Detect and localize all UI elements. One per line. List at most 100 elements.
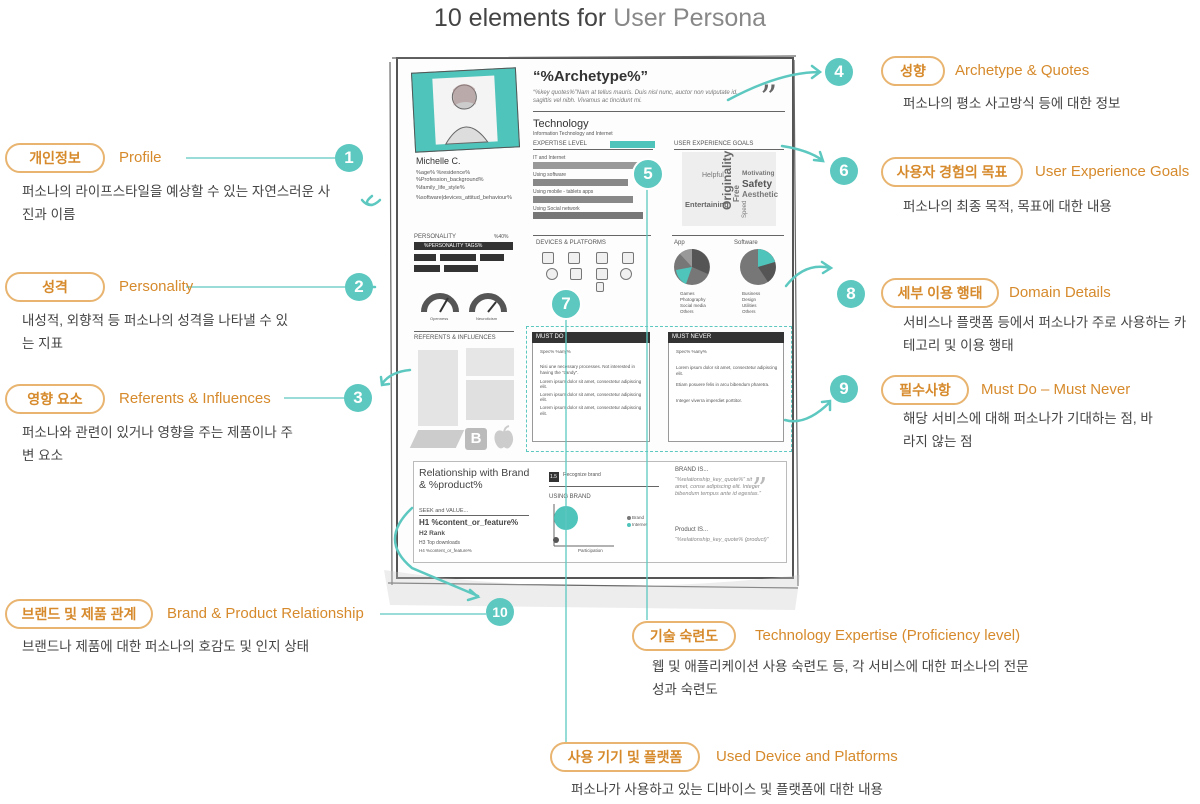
expertise-bar [533,196,633,203]
title-rest: User Persona [613,4,767,32]
domain-pie-charts [674,249,776,285]
app-legend-item: Games [680,291,695,296]
app-legend-item: Social media [680,303,706,308]
brand-is-heading: BRAND IS... [675,467,709,473]
devices-heading: DEVICES & PLATFORMS [536,240,606,246]
expertise-bar [533,212,643,219]
personality-tags: %PERSONALITY TAGS% [424,243,483,249]
key-quotes: “%key quotes%”Nam at tellus mauris. Duis… [533,90,738,104]
badge-3: 3 [344,384,372,412]
desc-profile: 퍼소나의 라이프스타일을 예상할 수 있는 자연스러운 사진과 이름 [22,184,331,222]
desc-archetype: 퍼소나의 평소 사고방식 등에 대한 정보 [903,96,1121,111]
desc-personality: 내성적, 외향적 등 퍼소나의 성격을 나타낼 수 있는 지표 [22,313,288,351]
device-icon [570,268,582,280]
word-cloud-word: Safety [742,179,773,190]
word-cloud-word: Entertaining [685,200,729,209]
label-domain-en: Domain Details [1009,284,1111,301]
desc-ux-goals: 퍼소나의 최종 목적, 목표에 대한 내용 [903,199,1112,214]
divider [414,331,514,332]
label-personality-en: Personality [119,278,194,295]
pill-ux-goals: 사용자 경험의 목표 [881,157,1023,187]
word-cloud-word: Helpful [702,172,724,179]
divider [533,111,785,112]
profile-photo [410,67,521,153]
software-legend-item: Others [742,309,756,314]
expertise-item: Using mobile - tablets apps [533,189,594,195]
badge-9: 9 [830,375,858,403]
must-never-item: Spec% %any% [676,349,707,354]
pill-referents: 영향 요소 [5,384,105,414]
phone-device-icon [542,252,554,264]
referent-photo [466,380,514,420]
participation-label: Participation [578,548,603,553]
must-section-highlight [526,326,792,452]
label-ux-goals-en: User Experience Goals [1035,163,1190,180]
software-legend-item: Utilities [742,303,757,308]
divider [419,515,529,516]
product-is-heading: Product IS... [675,527,709,533]
label-devices-en: Used Device and Platforms [716,748,898,765]
pill-domain: 세부 이용 행태 [881,278,999,308]
personality-gauges [421,293,507,313]
desc-referents: 퍼소나와 관련이 있거나 영향을 주는 제품이나 주변 요소 [22,425,293,463]
divider [672,235,784,236]
title-emphasis: 10 elements for [433,4,607,32]
badge-7: 7 [550,288,582,320]
badge-4: 4 [825,58,853,86]
ux-goals-heading: USER EXPERIENCE GOALS [674,141,754,147]
referent-photo [466,348,514,376]
divider [549,486,659,487]
desc-must: 해당 서비스에 대해 퍼소나가 기대하는 점, 바라지 않는 점 [903,411,1153,449]
device-icon [620,268,632,280]
expertise-item: Using Social network [533,206,580,212]
label-brand-en: Brand & Product Relationship [167,605,364,622]
word-cloud-word: Motivating [742,170,775,177]
divider [674,149,784,150]
relationship-heading: Relationship with Brand & %product% [419,467,530,491]
child-photo [418,350,458,426]
gauge-label: Openness [430,316,449,321]
seek-value-heading: SEEK and VALUE... [419,508,469,514]
app-legend-item: Photography [680,297,706,302]
profile-line: %Profession_background% [416,177,484,183]
badge-8: 8 [837,280,865,308]
quote-mark-icon: ” [760,78,778,118]
badge-5: 5 [632,158,664,190]
brand-legend-item: Internet [632,522,648,527]
h4-line: H4 %content_or_feature% [419,548,472,553]
device-icon [546,268,558,280]
must-do-item: Spec% %any% [540,349,571,354]
document-sketch-lines [384,55,800,610]
page-title: 10 elements for User Persona [0,4,1200,33]
personality-tag [444,265,478,272]
app-heading: App [674,240,685,246]
h1-line: H1 %content_or_feature% [419,518,519,527]
personality-tag [414,254,436,261]
must-never-header: MUST NEVER [668,332,784,343]
score-badge: 1.5 [549,472,559,482]
pill-devices: 사용 기기 및 플랫폼 [550,742,700,772]
device-icon [622,252,634,264]
mouse-icon [596,282,604,292]
app-legend-item: Others [680,309,694,314]
label-profile-en: Profile [119,149,162,166]
must-do-header: MUST DO [532,332,650,343]
personality-tag [440,254,476,261]
brand-legend-item: Brand [632,515,645,520]
must-do-box [532,332,650,442]
technology-sub: Information Technology and Internet [533,131,613,137]
divider [533,235,651,236]
must-do-heading: MUST DO [536,334,564,340]
gauge-label: Neuroticism [476,316,498,321]
expertise-item: IT and Internet [533,155,566,161]
must-do-item: Nisi une necessary processes. Not intere… [540,364,636,375]
badge-6: 6 [830,157,858,185]
product-quote: “%relationship_key_quote% (product)” [675,537,769,543]
label-referents-en: Referents & Influences [119,390,271,407]
software-legend-item: Design [742,297,757,302]
must-do-item: Lorem ipsum dolor sit amet, consectetur … [540,392,642,402]
must-never-item: Integer viverra imperdiet porttitor. [676,398,743,403]
desc-devices: 퍼소나가 사용하고 있는 디바이스 및 플랫폼에 대한 내용 [571,782,883,797]
must-do-item: Lorem ipsum dolor sit amet, consectetur … [540,405,642,416]
